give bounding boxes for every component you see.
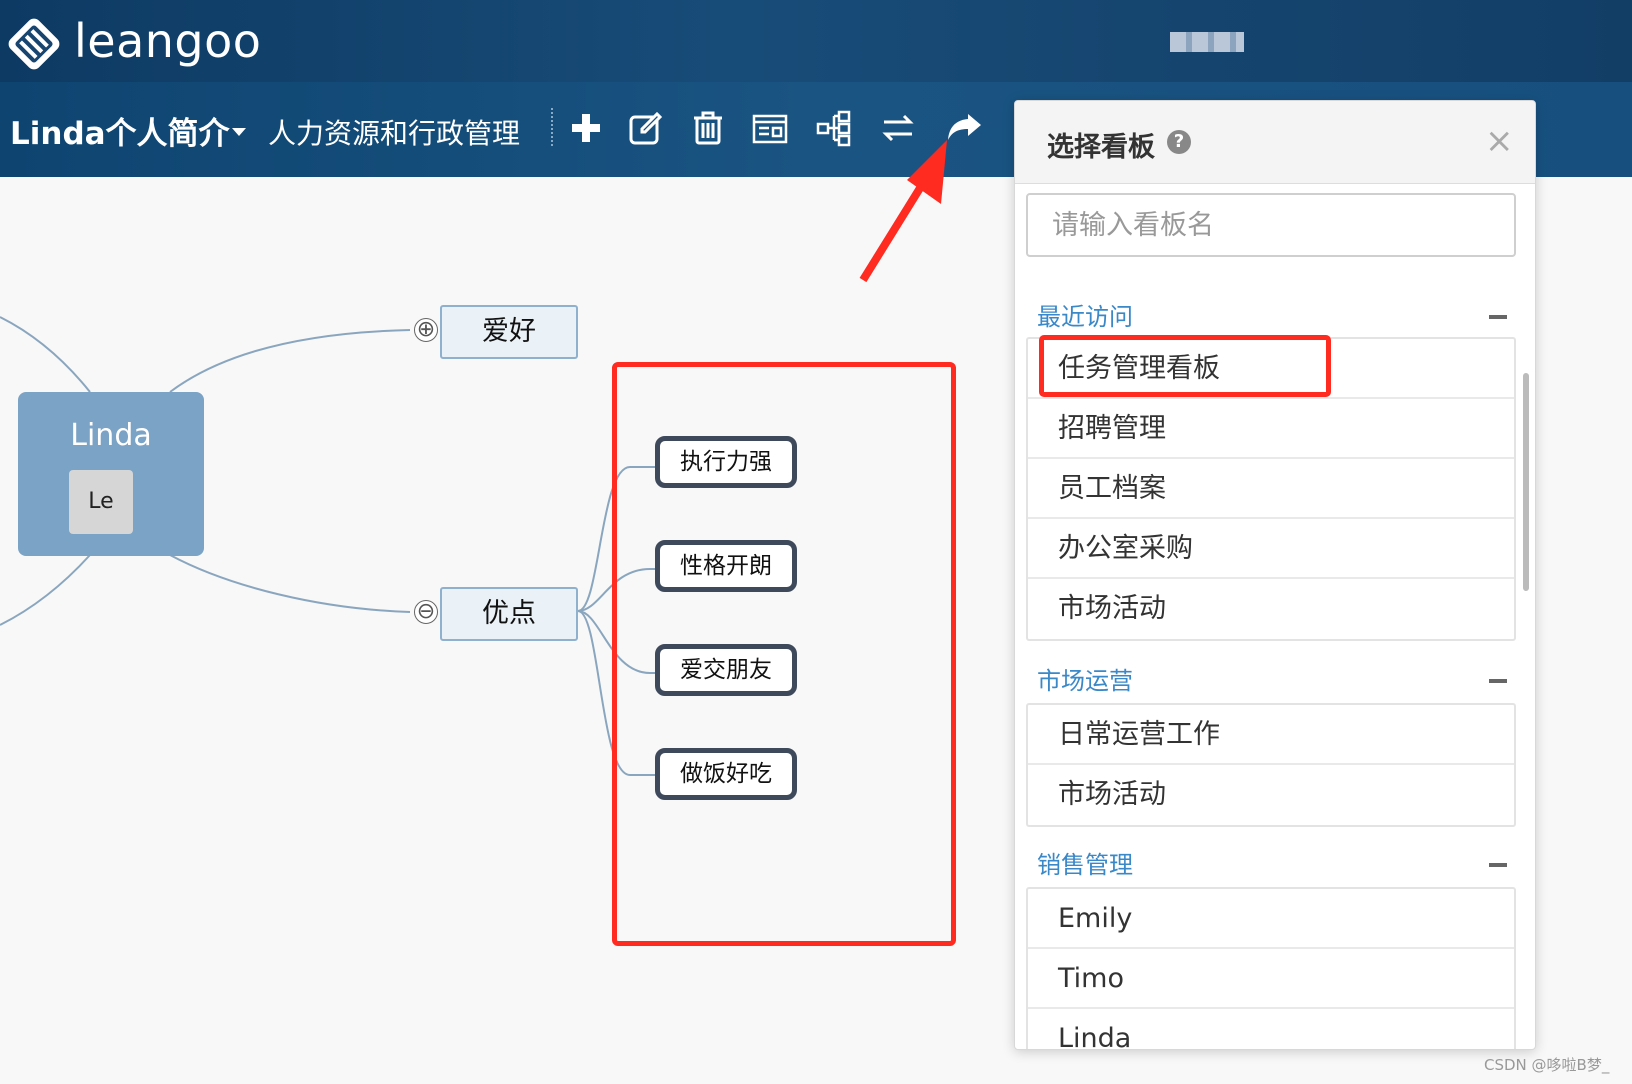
group-list: Emily Timo Linda [1026, 887, 1516, 1050]
group-header[interactable]: 销售管理 [1037, 845, 1507, 885]
leaf-topic[interactable]: 做饭好吃 [655, 748, 797, 800]
scrollbar[interactable] [1523, 373, 1529, 591]
leaf-topic[interactable]: 执行力强 [655, 436, 797, 488]
avatar[interactable]: Le [69, 470, 133, 534]
annotation-box [612, 362, 956, 946]
group-header[interactable]: 最近访问 [1037, 297, 1507, 337]
close-icon[interactable]: × [1485, 121, 1514, 161]
card-icon[interactable] [750, 108, 790, 148]
toolbar-divider [551, 108, 553, 146]
swap-icon[interactable] [878, 108, 918, 148]
caret-down-icon[interactable] [232, 128, 246, 136]
logo-text: leangoo [74, 14, 262, 68]
share-icon[interactable] [944, 108, 984, 148]
mindmap-icon[interactable] [814, 108, 854, 148]
leaf-topic[interactable]: 性格开朗 [655, 540, 797, 592]
board-title[interactable]: Linda个人简介 [10, 116, 230, 152]
board-item[interactable]: 任务管理看板 [1028, 339, 1514, 399]
minus-icon[interactable] [1489, 315, 1507, 319]
leaf-topic[interactable]: 爱交朋友 [655, 644, 797, 696]
root-topic-title: Linda [70, 418, 152, 453]
group-list: 日常运营工作 市场活动 [1026, 703, 1516, 827]
edit-icon[interactable] [626, 108, 666, 148]
board-list[interactable]: 最近访问 任务管理看板 招聘管理 员工档案 办公室采购 市场活动 市场运营 日常… [1015, 265, 1535, 1049]
plus-icon[interactable] [566, 108, 606, 148]
minus-icon[interactable] [1489, 679, 1507, 683]
help-icon[interactable]: ? [1167, 130, 1191, 154]
collapse-icon[interactable]: ⊖ [414, 600, 438, 624]
board-search-input[interactable] [1026, 193, 1516, 257]
topic-hobbies[interactable]: 爱好 [440, 305, 578, 359]
topic-strengths[interactable]: 优点 [440, 587, 578, 641]
dialog-header: 选择看板 ? × [1015, 101, 1535, 184]
annotation-box [1039, 335, 1331, 397]
board-item[interactable]: 办公室采购 [1028, 519, 1514, 579]
board-item[interactable]: 市场活动 [1058, 779, 1166, 810]
group-header[interactable]: 市场运营 [1037, 661, 1507, 701]
mindmap-connectors [0, 316, 790, 776]
expand-icon[interactable]: ⊕ [414, 318, 438, 342]
minus-icon[interactable] [1489, 863, 1507, 867]
board-item[interactable]: 员工档案 [1028, 459, 1514, 519]
project-name[interactable]: 人力资源和行政管理 [268, 117, 521, 150]
board-item[interactable]: 日常运营工作 [1028, 705, 1514, 765]
board-item[interactable]: Emily [1028, 889, 1514, 949]
leangoo-logo-icon [8, 18, 60, 70]
board-item[interactable]: Timo [1028, 949, 1514, 1009]
group-label: 最近访问 [1037, 303, 1133, 331]
watermark: CSDN @哆啦B梦_ [1484, 1056, 1610, 1074]
board-item[interactable]: 招聘管理 [1028, 399, 1514, 459]
mindmap-canvas[interactable] [0, 177, 1010, 1084]
dialog-title: 选择看板 [1047, 132, 1155, 163]
redacted-user-area [1170, 32, 1244, 52]
annotation-arrow-icon [859, 140, 947, 283]
top-header: leangoo [0, 0, 1632, 82]
group-list: 任务管理看板 招聘管理 员工档案 办公室采购 市场活动 [1026, 337, 1516, 641]
select-board-dialog: 选择看板 ? × 最近访问 任务管理看板 招聘管理 员工档案 办公室采购 市场活… [1014, 100, 1536, 1050]
group-label: 销售管理 [1037, 851, 1133, 879]
trash-icon[interactable] [688, 108, 728, 148]
board-item[interactable]: Linda [1058, 1023, 1132, 1050]
group-label: 市场运营 [1037, 667, 1133, 695]
board-item[interactable]: 市场活动 [1058, 593, 1166, 624]
root-topic[interactable]: Linda Le [18, 392, 204, 556]
